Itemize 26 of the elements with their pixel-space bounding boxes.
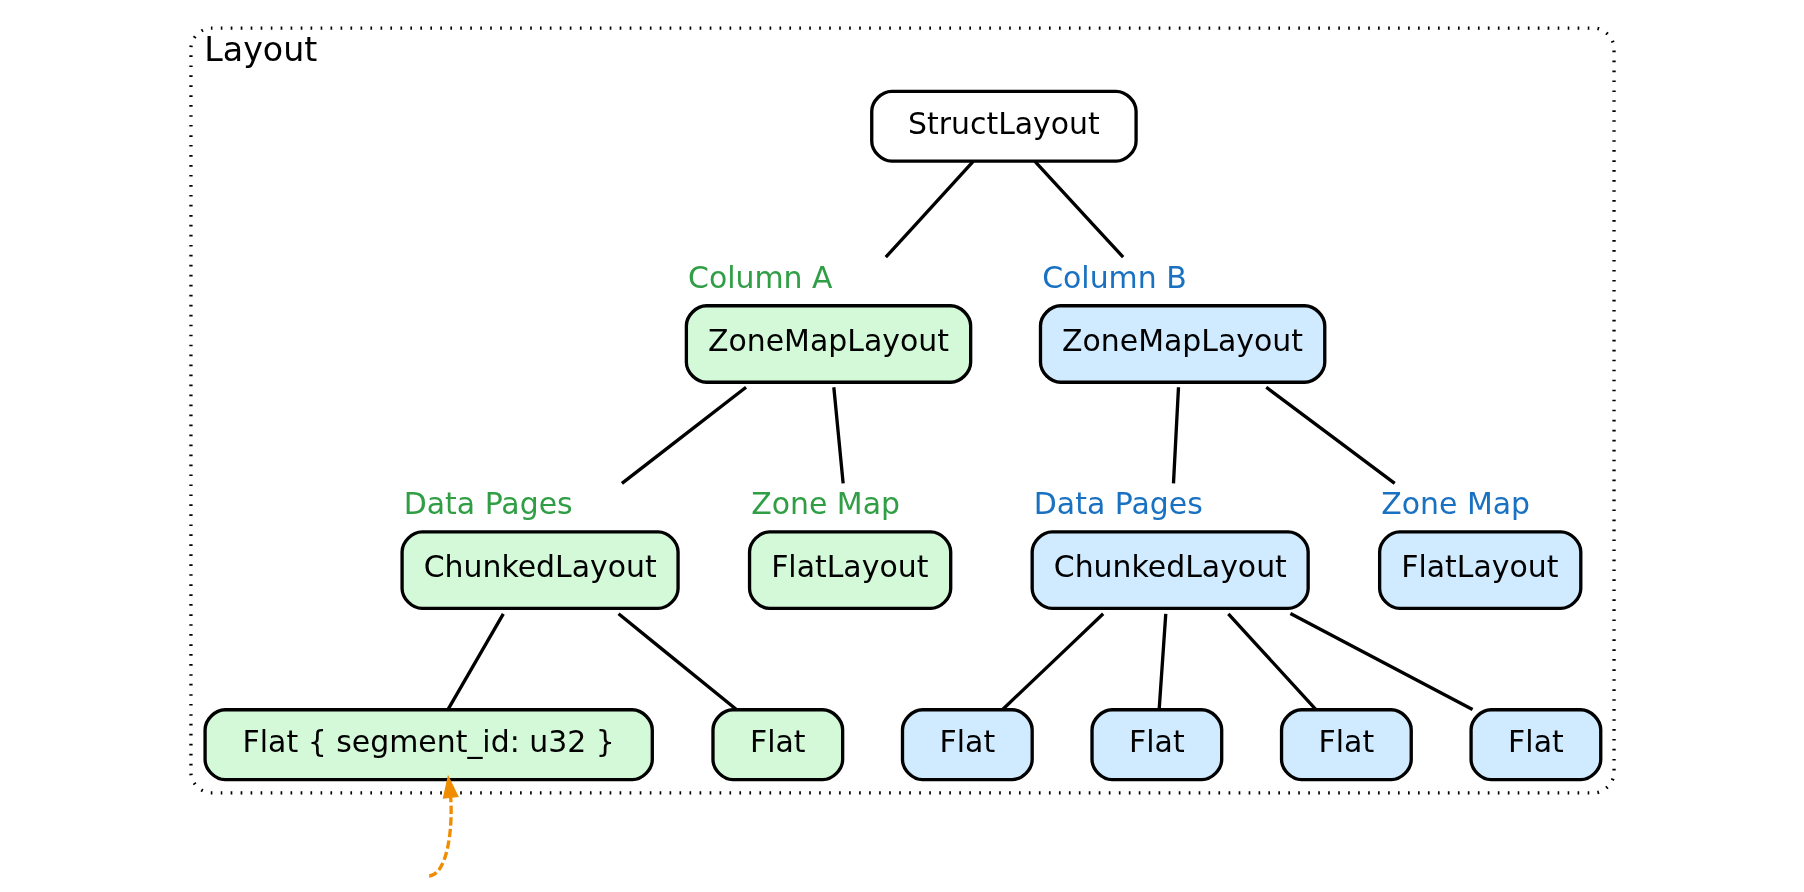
node-label: Column B xyxy=(1041,260,1187,296)
node-box: Flat xyxy=(900,708,1034,782)
node-box: Flat xyxy=(1468,708,1602,782)
node-box: Flat xyxy=(1089,708,1223,782)
connector xyxy=(831,387,845,484)
node-label: Data Pages xyxy=(1033,486,1203,522)
connector xyxy=(445,612,505,711)
connector xyxy=(1226,612,1317,711)
connector xyxy=(884,160,974,259)
arrow xyxy=(428,774,459,878)
node-label: Zone Map xyxy=(1380,486,1530,522)
node-box: Flat { segment_id: u32 } xyxy=(202,708,654,782)
node-box: Flat xyxy=(710,708,844,782)
node-label: Zone Map xyxy=(750,486,900,522)
connector xyxy=(1171,387,1180,484)
connector xyxy=(617,612,738,711)
node-box: StructLayout xyxy=(869,89,1138,163)
node-label: Data Pages xyxy=(403,486,573,522)
connector xyxy=(1157,613,1167,710)
connector xyxy=(620,385,747,485)
node-box: Flat xyxy=(1279,708,1413,782)
connector xyxy=(1289,612,1473,712)
connector xyxy=(1033,160,1124,259)
connector xyxy=(1000,612,1104,711)
node-label: Column A xyxy=(687,260,833,296)
connector xyxy=(1264,385,1396,485)
